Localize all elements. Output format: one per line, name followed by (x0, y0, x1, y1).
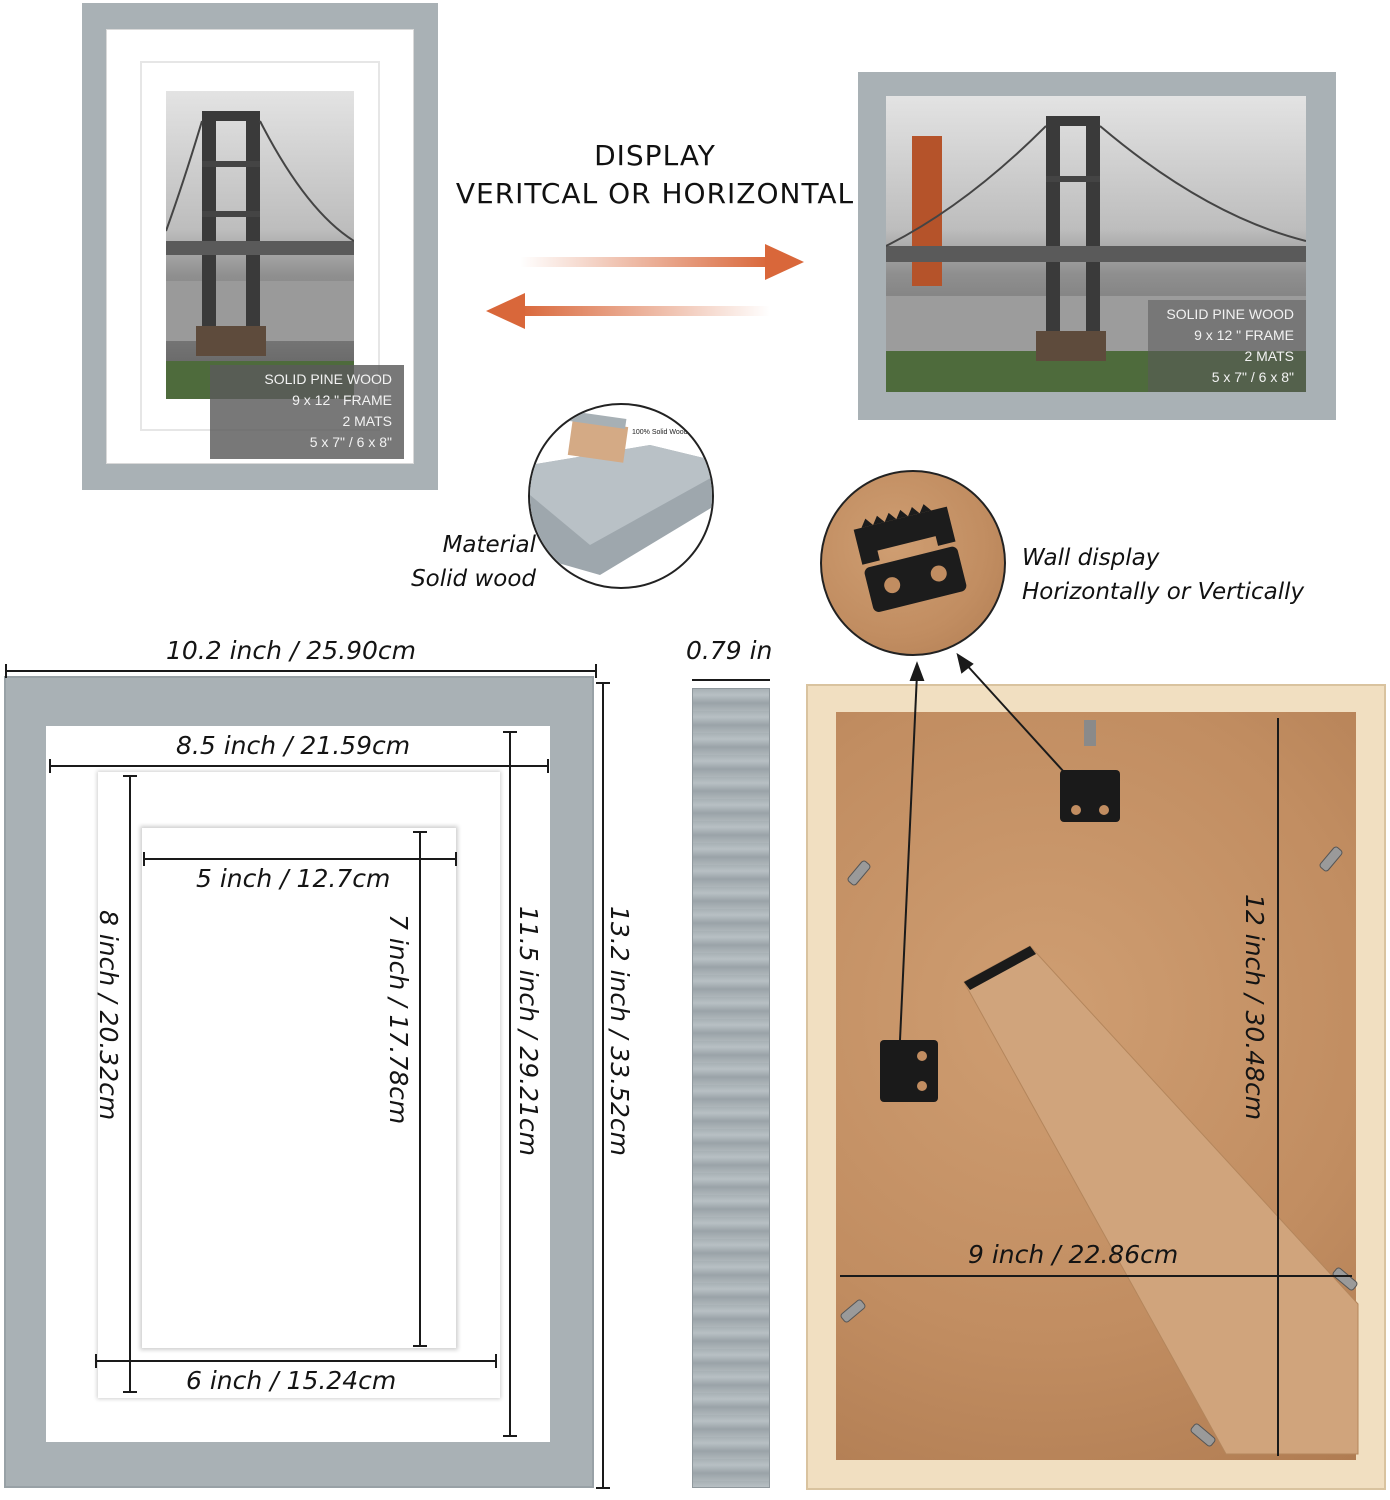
back-width-label: 9 inch / 22.86cm (968, 1240, 1179, 1269)
middle-height-label: 8 inch / 20.32cm (94, 910, 123, 1121)
side-sawtooth-hanger-icon (880, 1040, 938, 1102)
material-caption: Material Solid wood (390, 528, 536, 596)
turn-clip-icon (1319, 846, 1343, 872)
depth-label: 0.79 in (686, 636, 773, 665)
label-line-1: SOLID PINE WOOD (1166, 306, 1294, 322)
wall-display-caption: Wall display Horizontally or Vertically (1022, 541, 1362, 609)
sawtooth-hanger-icon (853, 504, 967, 612)
inner-width-label: 5 inch / 12.7cm (196, 864, 391, 893)
wall-display-caption-line-1: Wall display (1022, 545, 1160, 571)
outer-height-label: 13.2 inch / 33.52cm (605, 906, 634, 1156)
wall-display-caption-line-2: Horizontally or Vertically (1022, 579, 1305, 605)
wood-profile-illustration (530, 411, 712, 575)
label-line-4: 5 x 7" / 6 x 8" (309, 434, 392, 450)
material-caption-line-2: Solid wood (411, 566, 536, 592)
inner-height-label: 7 inch / 17.78cm (384, 914, 413, 1125)
vertical-frame-label: SOLID PINE WOOD 9 x 12 " FRAME 2 MATS 5 … (210, 365, 404, 459)
vertical-frame: SOLID PINE WOOD 9 x 12 " FRAME 2 MATS 5 … (82, 3, 438, 490)
display-headline: DISPLAY VERITCAL OR HORIZONTAL (440, 138, 870, 214)
turn-clip-icon (840, 1299, 866, 1323)
horizontal-frame: SOLID PINE WOOD 9 x 12 " FRAME 2 MATS 5 … (858, 72, 1336, 420)
label-line-3: 2 MATS (342, 413, 392, 429)
headline-line-2: VERITCAL OR HORIZONTAL (455, 177, 855, 210)
mat-width-label: 8.5 inch / 21.59cm (176, 731, 411, 760)
frame-back: 12 inch / 30.48cm 9 inch / 22.86cm (806, 684, 1386, 1490)
turn-clip-icon (847, 860, 871, 886)
top-sawtooth-hanger-icon (1060, 720, 1120, 822)
dimension-frame (4, 676, 594, 1488)
label-line-2: 9 x 12 " FRAME (292, 392, 392, 408)
frame-depth-strip (692, 688, 770, 1488)
label-line-1: SOLID PINE WOOD (264, 371, 392, 387)
label-line-2: 9 x 12 " FRAME (1194, 327, 1294, 343)
arrow-left-icon (486, 293, 770, 329)
headline-line-1: DISPLAY (594, 139, 716, 172)
outer-width-label: 10.2 inch / 25.90cm (166, 636, 416, 665)
label-line-3: 2 MATS (1244, 348, 1294, 364)
horizontal-frame-label: SOLID PINE WOOD 9 x 12 " FRAME 2 MATS 5 … (1148, 300, 1306, 392)
dimension-inner-opening (142, 828, 456, 1348)
backing-details (840, 718, 1359, 1456)
label-line-4: 5 x 7" / 6 x 8" (1211, 369, 1294, 385)
back-height-label: 12 inch / 30.48cm (1240, 894, 1269, 1121)
arrow-right-icon (520, 244, 804, 280)
material-detail-circle: 100% Solid Wood (528, 403, 714, 589)
mat-height-label: 11.5 inch / 29.21cm (514, 906, 543, 1156)
orientation-arrows (486, 244, 804, 329)
middle-width-label: 6 inch / 15.24cm (186, 1366, 397, 1395)
turn-clip-icon (1190, 1423, 1216, 1447)
material-caption-line-1: Material (442, 532, 536, 558)
solid-wood-detail-text: 100% Solid Wood (632, 429, 688, 436)
vertical-frame-outer-mat: SOLID PINE WOOD 9 x 12 " FRAME 2 MATS 5 … (106, 29, 414, 464)
wall-hanger-detail-circle (820, 470, 1006, 656)
